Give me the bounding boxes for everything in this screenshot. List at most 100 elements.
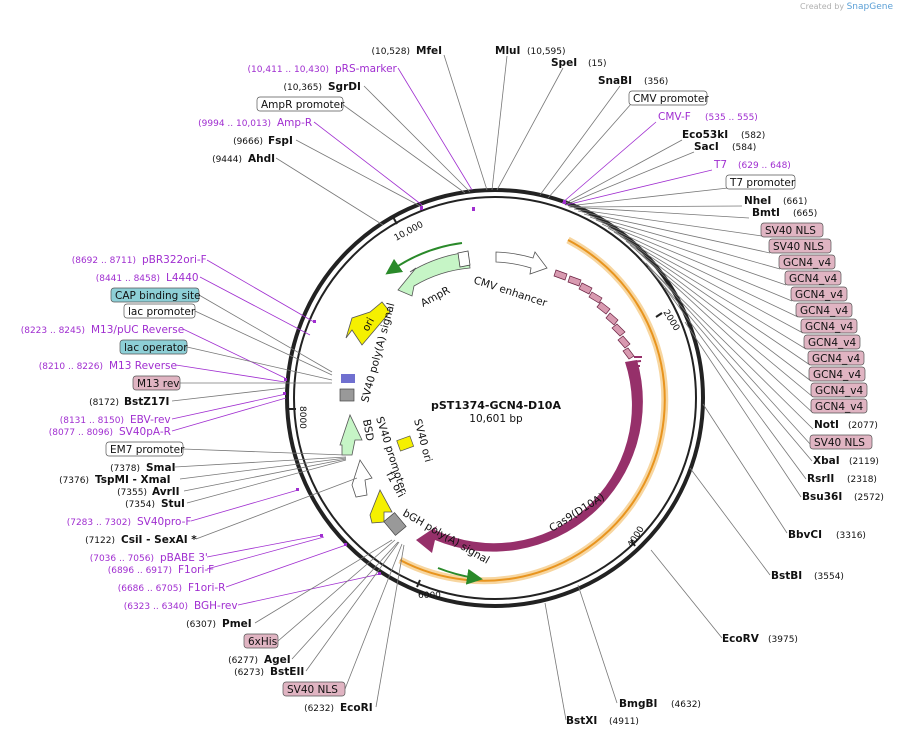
bsd-label: BSD <box>360 418 376 442</box>
label-name: Amp-R <box>277 117 312 129</box>
scale-ticks <box>288 216 663 588</box>
feature-box <box>809 434 873 450</box>
label-name: MluI <box>495 45 520 57</box>
feature-box <box>105 441 184 457</box>
feature-box <box>808 366 866 382</box>
feature-box <box>282 681 346 697</box>
label-name: F1ori-F <box>178 564 214 576</box>
label-name: SV40 NLS <box>287 684 338 696</box>
ampr-label: AmpR <box>419 284 452 309</box>
label-pos: (7355) <box>117 488 147 498</box>
label-name: M13 rev <box>137 378 180 390</box>
feature-box <box>725 174 796 190</box>
label-name: AvrII <box>152 486 180 498</box>
label-name: SnaBI <box>598 75 632 87</box>
label-pos: (8172) <box>89 398 119 408</box>
label-name: EcoRI <box>340 702 373 714</box>
site-marks <box>283 200 566 575</box>
label-pos: (9666) <box>233 137 263 147</box>
label-name: lac promoter <box>128 306 196 318</box>
label-name: GCN4_v4 <box>815 385 863 397</box>
label-name: StuI <box>161 498 185 510</box>
gcn4-arrows <box>553 269 635 360</box>
label-name: TspMI - XmaI <box>95 474 171 486</box>
f1-ori-feature <box>369 489 393 524</box>
label-name: M13 Reverse <box>109 360 177 372</box>
feature-box <box>119 339 188 355</box>
label-name: Bsu36I <box>802 491 842 503</box>
label-name: BstBI <box>771 570 802 582</box>
label-name: GCN4_v4 <box>813 369 861 381</box>
label-name: pBABE 3' <box>160 552 208 564</box>
feature-box <box>243 633 279 649</box>
feature-box <box>628 90 708 106</box>
label-pos: (10,411 .. 10,430) <box>248 65 329 75</box>
backbone-outer <box>285 188 705 608</box>
label-pos: (8131 .. 8150) <box>60 416 124 426</box>
label-name: FspI <box>268 135 293 147</box>
cmv-enhancer-feature <box>495 251 548 275</box>
feature-box <box>768 238 832 254</box>
label-pos: (665) <box>793 209 817 219</box>
cmv-enhancer-label: CMV enhancer <box>472 274 549 309</box>
label-pos: (661) <box>783 197 807 207</box>
label-name: BstZ17I <box>124 396 169 408</box>
label-pos: (4911) <box>609 717 639 727</box>
label-pos: (8223 .. 8245) <box>21 326 85 336</box>
label-pos: (8210 .. 8226) <box>39 362 103 372</box>
label-pos: (8441 .. 8458) <box>96 274 160 284</box>
label-pos: (6232) <box>304 704 334 714</box>
label-pos: (6323 .. 6340) <box>124 602 188 612</box>
label-pos: (356) <box>644 77 668 87</box>
label-name: F1ori-R <box>188 582 225 594</box>
feature-box <box>256 96 344 112</box>
label-name: BbvCI <box>788 529 822 541</box>
label-pos: (6277) <box>228 656 258 666</box>
label-pos: (7376) <box>59 476 89 486</box>
label-name: pBR322ori-F <box>142 254 207 266</box>
label-name: T7 promoter <box>729 177 796 189</box>
label-name: SmaI <box>146 462 176 474</box>
label-name: GCN4_v4 <box>795 289 843 301</box>
label-name: SV40pro-F <box>137 516 191 528</box>
label-name: SgrDI <box>328 81 361 93</box>
label-name: RsrII <box>807 473 834 485</box>
bgh-label: bGH poly(A) signal <box>401 507 492 566</box>
right-leader-lines <box>443 54 814 721</box>
label-name: AmpR promoter <box>261 99 345 111</box>
credit-brand: SnapGene <box>846 2 893 12</box>
feature-box <box>784 270 842 286</box>
label-name: CsiI - SexAI * <box>121 534 197 546</box>
label-name: BmtI <box>752 207 780 219</box>
left-leader-lines <box>171 67 473 708</box>
label-name: GCN4_v4 <box>812 353 860 365</box>
top-labels: (10,528) MfeI MluI (10,595) SpeI (15) Sn… <box>371 45 668 87</box>
label-name: SpeI <box>551 57 577 69</box>
sv40-polya-box-1 <box>341 374 355 383</box>
label-name: BGH-rev <box>194 600 238 612</box>
feature-box <box>810 382 868 398</box>
label-name: BmgBI <box>619 698 657 710</box>
feature-box <box>123 303 196 319</box>
label-name: pRS-marker <box>335 63 398 75</box>
sv40-promoter-feature <box>351 459 373 498</box>
ampr-feature <box>397 251 471 297</box>
label-pos: (2119) <box>849 457 879 467</box>
label-pos: (6896 .. 6917) <box>108 566 172 576</box>
label-pos: (582) <box>741 131 765 141</box>
label-pos: (6686 .. 6705) <box>118 584 182 594</box>
feature-box <box>795 302 853 318</box>
label-name: Eco53kI <box>682 129 728 141</box>
bgh-polya-feature <box>383 512 407 536</box>
label-name: CMV-F <box>658 111 691 123</box>
label-pos: (8077 .. 8096) <box>49 428 113 438</box>
label-pos: (10,365) <box>283 83 322 93</box>
label-pos: (6273) <box>234 668 264 678</box>
label-name: EcoRV <box>722 633 760 645</box>
label-pos: (2318) <box>847 475 877 485</box>
label-name: GCN4_v4 <box>789 273 837 285</box>
label-pos: (3316) <box>836 531 866 541</box>
label-name: SV40 NLS <box>773 241 824 253</box>
tick-8000: 8000 <box>297 406 307 429</box>
